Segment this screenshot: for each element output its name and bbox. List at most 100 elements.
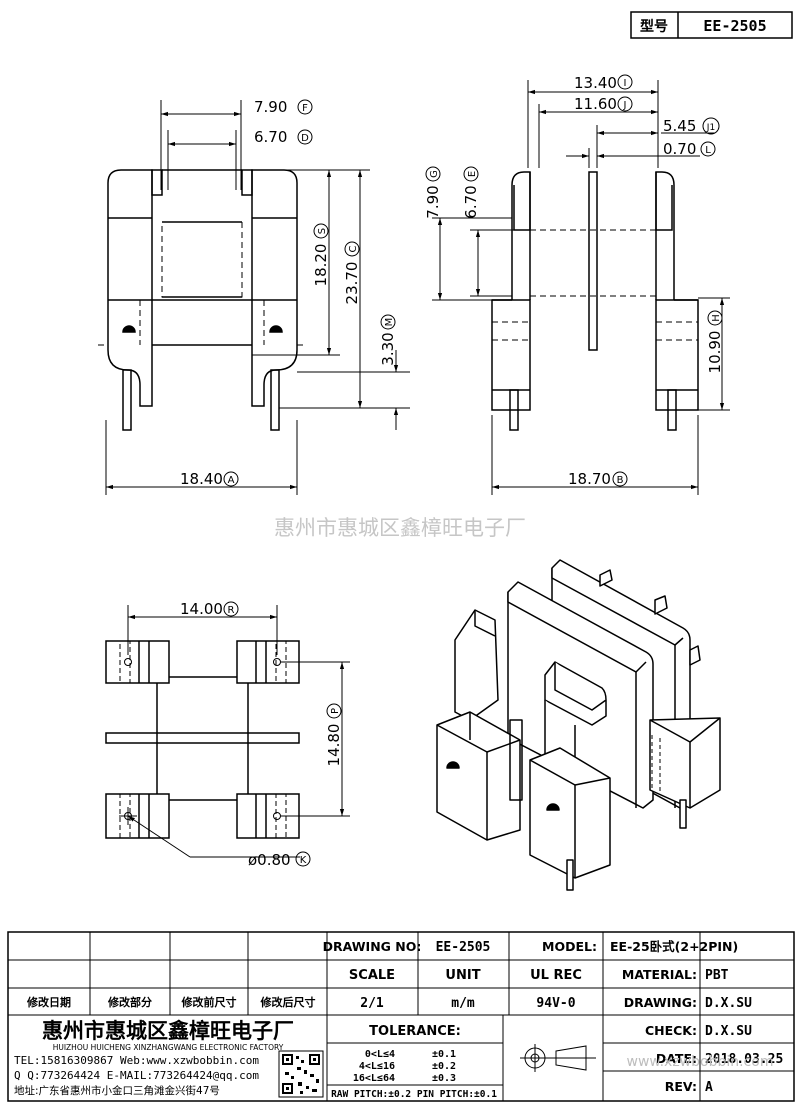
type-label: 型号: [640, 18, 668, 35]
material-value: PBT: [705, 968, 729, 983]
dim-K: ø0.80 K: [248, 851, 311, 869]
svg-text:7.90: 7.90: [254, 98, 287, 116]
unit-value: m/m: [451, 996, 475, 1011]
svg-text:K: K: [300, 855, 307, 866]
model-value: EE-25卧式(2+2PIN): [610, 939, 738, 954]
isometric-view: [436, 559, 721, 891]
date-label: DATE:: [656, 1051, 697, 1066]
side-view: [491, 171, 699, 431]
address-line: 地址:广东省惠州市小金口三角滩金兴街47号: [14, 1084, 220, 1097]
dim-L: 0.70 L: [663, 140, 716, 158]
company-name-cn: 惠州市惠城区鑫樟旺电子厂: [42, 1019, 294, 1043]
scale-value: 2/1: [360, 996, 384, 1011]
ul-rec-label: UL REC: [530, 968, 582, 983]
projection-symbol-icon: [520, 1044, 596, 1072]
svg-text:D: D: [301, 133, 309, 144]
svg-text:18.70: 18.70: [568, 470, 611, 488]
dim-G: 7.90 G: [424, 166, 442, 219]
svg-text:E: E: [467, 171, 478, 177]
dim-I: 13.40 I: [574, 74, 633, 92]
svg-text:18.40: 18.40: [180, 470, 223, 488]
side-view-hidden: [492, 229, 698, 390]
svg-text:J1: J1: [706, 123, 715, 133]
dim-R: 14.00 R: [180, 600, 239, 618]
svg-text:P: P: [330, 708, 341, 714]
bottom-view: [105, 640, 300, 839]
dim-B: 18.70 B: [568, 470, 628, 488]
dim-D: 6.70 D: [254, 128, 313, 146]
svg-text:14.80: 14.80: [325, 724, 343, 767]
tol-range-1: 0<L≤4: [365, 1049, 395, 1060]
rev-col-date: 修改日期: [26, 995, 71, 1009]
svg-text:M: M: [384, 318, 395, 327]
svg-text:6.70: 6.70: [462, 185, 480, 218]
dim-P: 14.80 P: [325, 703, 343, 767]
dim-J: 11.60 J: [574, 95, 633, 113]
title-block-text: DRAWING NO: EE-2505 MODEL: EE-25卧式(2+2PI…: [14, 939, 783, 1100]
svg-text:J: J: [623, 100, 627, 111]
rev-col-after: 修改后尺寸: [260, 995, 316, 1009]
svg-text:23.70: 23.70: [343, 262, 361, 305]
unit-label: UNIT: [445, 968, 480, 983]
dim-J1: 5.45 J1: [663, 117, 720, 135]
svg-text:G: G: [429, 170, 440, 178]
check-value: D.X.SU: [705, 1024, 752, 1039]
svg-text:L: L: [705, 145, 711, 156]
front-view-dimensions: [105, 100, 410, 495]
svg-text:18.20: 18.20: [312, 244, 330, 287]
isometric-view-hidden: [651, 735, 661, 792]
svg-text:0.70: 0.70: [663, 140, 696, 158]
svg-text:ø0.80: ø0.80: [248, 851, 291, 869]
drawing-label: DRAWING:: [624, 995, 697, 1010]
bottom-view-dimensions: [127, 605, 350, 858]
tol-value-3: ±0.3: [432, 1073, 456, 1084]
front-view: [107, 169, 298, 431]
material-label: MATERIAL:: [622, 967, 697, 982]
model-label: MODEL:: [542, 939, 597, 954]
dim-S: 18.20 S: [312, 223, 330, 287]
type-value: EE-2505: [703, 17, 766, 35]
svg-text:7.90: 7.90: [424, 185, 442, 218]
watermark-text: 惠州市惠城区鑫樟旺电子厂: [274, 516, 526, 540]
svg-text:5.45: 5.45: [663, 117, 696, 135]
header-box: 型号 EE-2505: [630, 11, 793, 39]
website-watermark: www.xzwbobbin.com: [627, 1054, 774, 1070]
rev-label: REV:: [665, 1079, 697, 1094]
svg-text:A: A: [228, 475, 235, 486]
dim-C: 23.70 C: [343, 241, 361, 305]
svg-text:3.30: 3.30: [379, 332, 397, 365]
drawing-no-value: EE-2505: [436, 940, 491, 955]
title-block: [7, 931, 795, 1102]
tol-value-1: ±0.1: [432, 1049, 456, 1060]
scale-label: SCALE: [349, 968, 395, 983]
svg-text:I: I: [624, 78, 627, 89]
svg-text:13.40: 13.40: [574, 74, 617, 92]
drawing-value: D.X.SU: [705, 996, 752, 1011]
pitch-note: RAW PITCH:±0.2 PIN PITCH:±0.1: [331, 1089, 497, 1100]
contact-line-2: Q Q:773264424 E-MAIL:773264424@qq.com: [14, 1069, 259, 1082]
bottom-view-hidden: [119, 640, 287, 839]
dim-E: 6.70 E: [462, 166, 480, 219]
tolerance-label: TOLERANCE:: [369, 1024, 461, 1039]
svg-text:10.90: 10.90: [706, 331, 724, 374]
rev-col-part: 修改部分: [107, 995, 152, 1009]
contact-line-1: TEL:15816309867 Web:www.xzwbobbin.com: [14, 1054, 259, 1067]
front-view-hidden: [98, 221, 307, 346]
date-value: 2018.03.25: [705, 1052, 783, 1067]
company-name-en: HUIZHOU HUICHENG XINZHANGWANG ELECTRONIC…: [53, 1043, 284, 1052]
rev-value: A: [705, 1080, 713, 1095]
svg-text:C: C: [348, 245, 359, 252]
svg-text:11.60: 11.60: [574, 95, 617, 113]
drawing-no-label: DRAWING NO:: [323, 939, 422, 954]
dim-F: 7.90 F: [254, 98, 313, 116]
dim-A: 18.40 A: [180, 470, 239, 488]
qr-code: [278, 1050, 324, 1098]
dim-H: 10.90 H: [706, 310, 724, 374]
check-label: CHECK:: [645, 1023, 697, 1038]
tol-range-3: 16<L≤64: [353, 1073, 395, 1084]
svg-text:R: R: [228, 605, 235, 616]
ul-rec-value: 94V-0: [536, 996, 575, 1011]
tol-value-2: ±0.2: [432, 1061, 456, 1072]
svg-text:H: H: [711, 314, 722, 322]
